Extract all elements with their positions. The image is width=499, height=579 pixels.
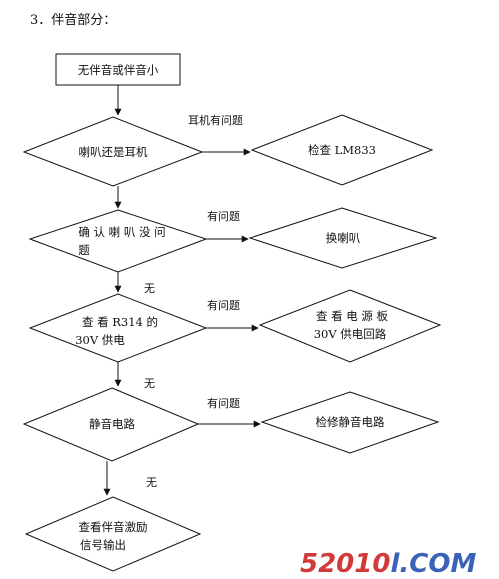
decision-speaker-or-earphone-label: 喇叭还是耳机 [79, 145, 148, 159]
edge-label-has-problem-1: 有问题 [207, 209, 240, 223]
start-node-label: 无伴音或伴音小 [78, 63, 159, 77]
decision-check-r314-label-1: 查 看 R314 的 [82, 315, 158, 329]
decision-confirm-speaker-label-1: 确 认 喇 叭 没 问 [78, 225, 165, 239]
action-replace-speaker-label: 换喇叭 [326, 231, 361, 245]
watermark-left: 52010 [300, 549, 390, 579]
edge-label-no-3: 无 [146, 476, 157, 489]
action-repair-mute-circuit-label: 检修静音电路 [316, 415, 385, 429]
edge-label-earphone-problem: 耳机有问题 [188, 113, 243, 127]
decision-mute-circuit-label: 静音电路 [89, 417, 135, 431]
decision-confirm-speaker [28, 209, 208, 273]
action-check-audio-signal-label-1: 查看伴音激励 [79, 520, 148, 534]
action-check-power-board-label-1: 查 看 电 源 板 [316, 309, 389, 323]
action-check-audio-signal [24, 496, 202, 572]
edge-label-has-problem-2: 有问题 [207, 298, 240, 312]
decision-speaker-or-earphone [22, 116, 204, 187]
decision-check-r314-label-2: 30V 供电 [75, 333, 125, 347]
action-replace-speaker [248, 207, 438, 269]
section-heading: 3．伴音部分： [30, 12, 116, 28]
watermark: 52010l.COM [300, 549, 476, 579]
action-repair-mute-circuit [260, 391, 440, 454]
edge-label-no-2: 无 [144, 377, 155, 390]
action-check-lm833-label: 检查 LM833 [308, 143, 376, 157]
edge-label-has-problem-3: 有问题 [207, 396, 240, 410]
decision-confirm-speaker-label-2: 题 [78, 243, 90, 257]
action-check-power-board [258, 289, 442, 363]
action-check-power-board-label-2: 30V 供电回路 [314, 327, 387, 341]
action-check-lm833 [250, 114, 434, 186]
watermark-right: l.COM [390, 549, 476, 579]
edge-label-no-1: 无 [144, 282, 155, 295]
decision-mute-circuit [22, 387, 200, 462]
action-check-audio-signal-label-2: 信号输出 [80, 538, 126, 552]
